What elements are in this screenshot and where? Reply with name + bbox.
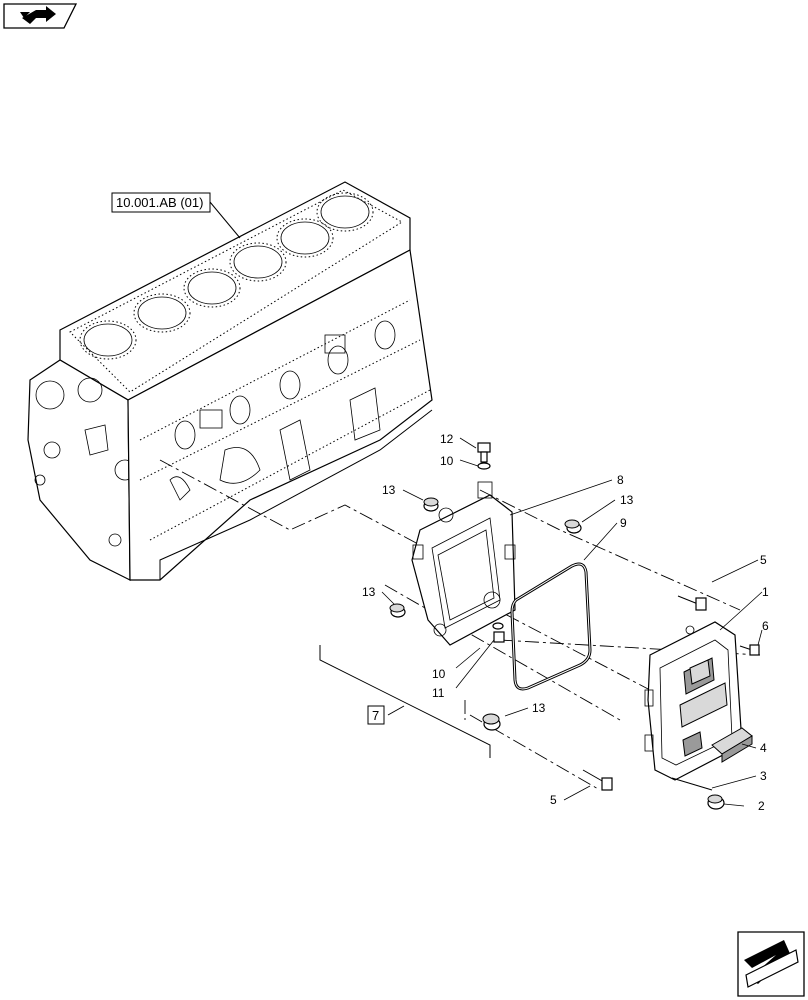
callout-13-left-top: 13 [382,483,396,497]
callout-3: 3 [760,769,767,783]
callout-10-bottom: 10 [432,667,446,681]
fastener-parts [389,442,760,810]
engine-block-reference-label: 10.001.AB (01) [111,192,241,239]
callout-labels: 12 10 13 8 13 9 5 1 6 13 10 11 13 4 3 2 … [362,432,769,813]
callout-5-top: 5 [760,553,767,567]
group-bracket: 7 [319,645,491,758]
callout-13-right-top: 13 [620,493,634,507]
connector-cover-part [711,727,753,763]
assembly-centerlines [159,459,761,791]
leader-lines [381,437,763,807]
callout-6: 6 [762,619,769,633]
engine-block-illustration [27,181,433,581]
book-arrow-icon[interactable] [3,3,78,29]
callout-4: 4 [760,741,767,755]
gasket-part [510,562,592,691]
callout-11: 11 [432,686,445,700]
callout-12: 12 [440,432,454,446]
mounting-plate-part [411,481,516,646]
callout-1: 1 [762,585,769,599]
callout-2: 2 [758,799,765,813]
ecu-module-part [644,621,743,781]
callout-13-left-mid: 13 [362,585,376,599]
callout-9: 9 [620,516,627,530]
callout-5-bottom: 5 [550,793,557,807]
group-reference-text: 7 [372,708,379,723]
callout-8: 8 [617,473,624,487]
engine-block-reference-text: 10.001.AB (01) [116,195,203,210]
callout-10-top: 10 [440,454,454,468]
next-page-arrow-icon[interactable] [737,931,805,997]
callout-13-bottom: 13 [532,701,546,715]
